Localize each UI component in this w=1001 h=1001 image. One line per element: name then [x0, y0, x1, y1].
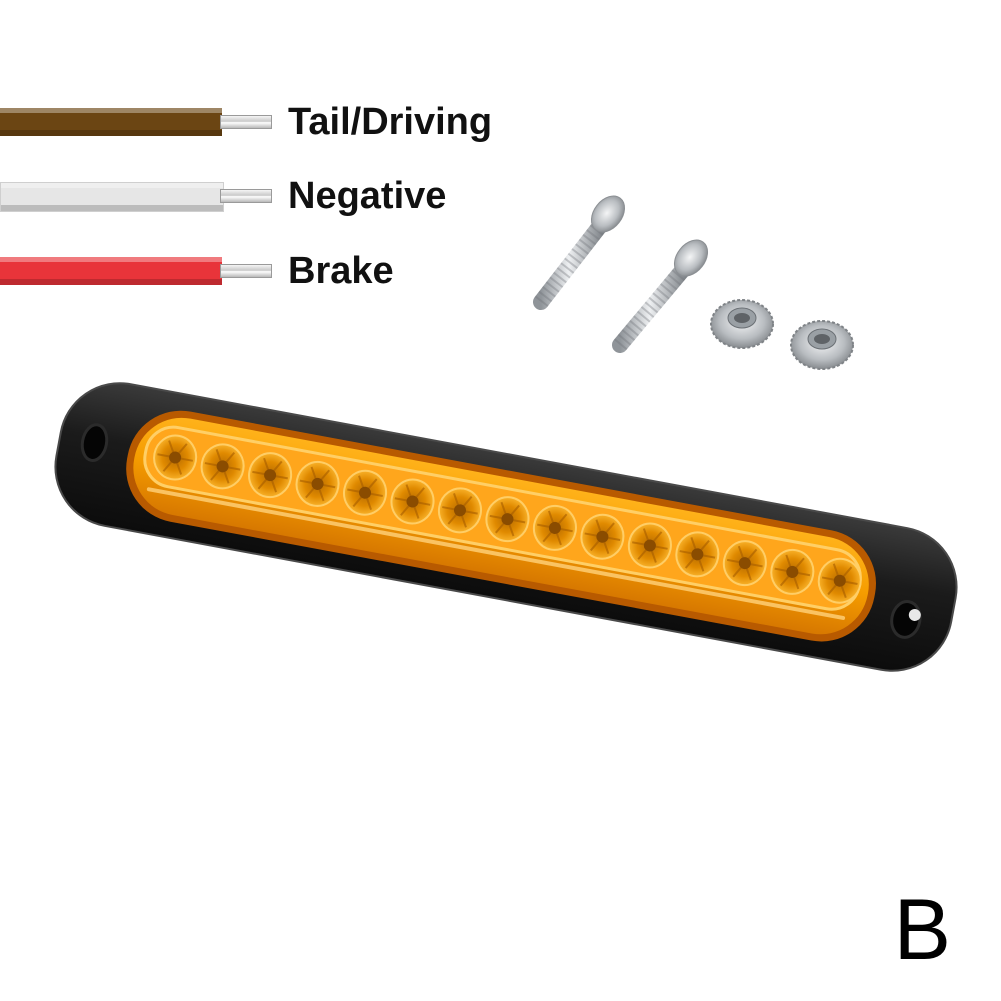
led-light-bar: [54, 382, 958, 672]
wire-legend-row: Negative: [0, 176, 560, 216]
led-cell: [485, 496, 530, 543]
led-cell: [437, 487, 483, 534]
flange-nut-1: [710, 299, 774, 349]
wire-legend-row: Brake: [0, 251, 560, 291]
led-cell: [627, 522, 672, 569]
wire-stripped-end: [220, 115, 272, 129]
wire-label-negative: Negative: [288, 175, 447, 217]
variant-label: B: [893, 882, 951, 978]
led-cell: [153, 434, 198, 481]
bolt-1: [533, 195, 626, 310]
led-cell: [675, 531, 720, 578]
led-cell: [580, 513, 625, 560]
led-row: [153, 434, 862, 604]
wire-label-tail-driving: Tail/Driving: [288, 101, 493, 143]
led-cell: [200, 443, 245, 490]
led-cell: [342, 469, 388, 516]
wire-stripped-end: [220, 264, 272, 278]
wire-label-brake: Brake: [288, 250, 394, 292]
wire-stripped-end: [220, 189, 272, 203]
mounting-hole-left: [80, 423, 109, 462]
wire-brown: [0, 108, 222, 136]
led-cell: [770, 548, 815, 595]
wire-red: [0, 257, 222, 285]
led-cell: [248, 452, 293, 499]
led-cell: [722, 540, 767, 587]
led-cell: [817, 557, 862, 604]
bolt-2: [612, 239, 709, 353]
led-cell: [295, 460, 340, 507]
wire-white: [0, 182, 224, 212]
flange-nut-2: [790, 320, 854, 370]
led-cell: [390, 478, 435, 525]
wire-legend-row: Tail/Driving: [0, 102, 560, 142]
led-cell: [532, 504, 577, 551]
